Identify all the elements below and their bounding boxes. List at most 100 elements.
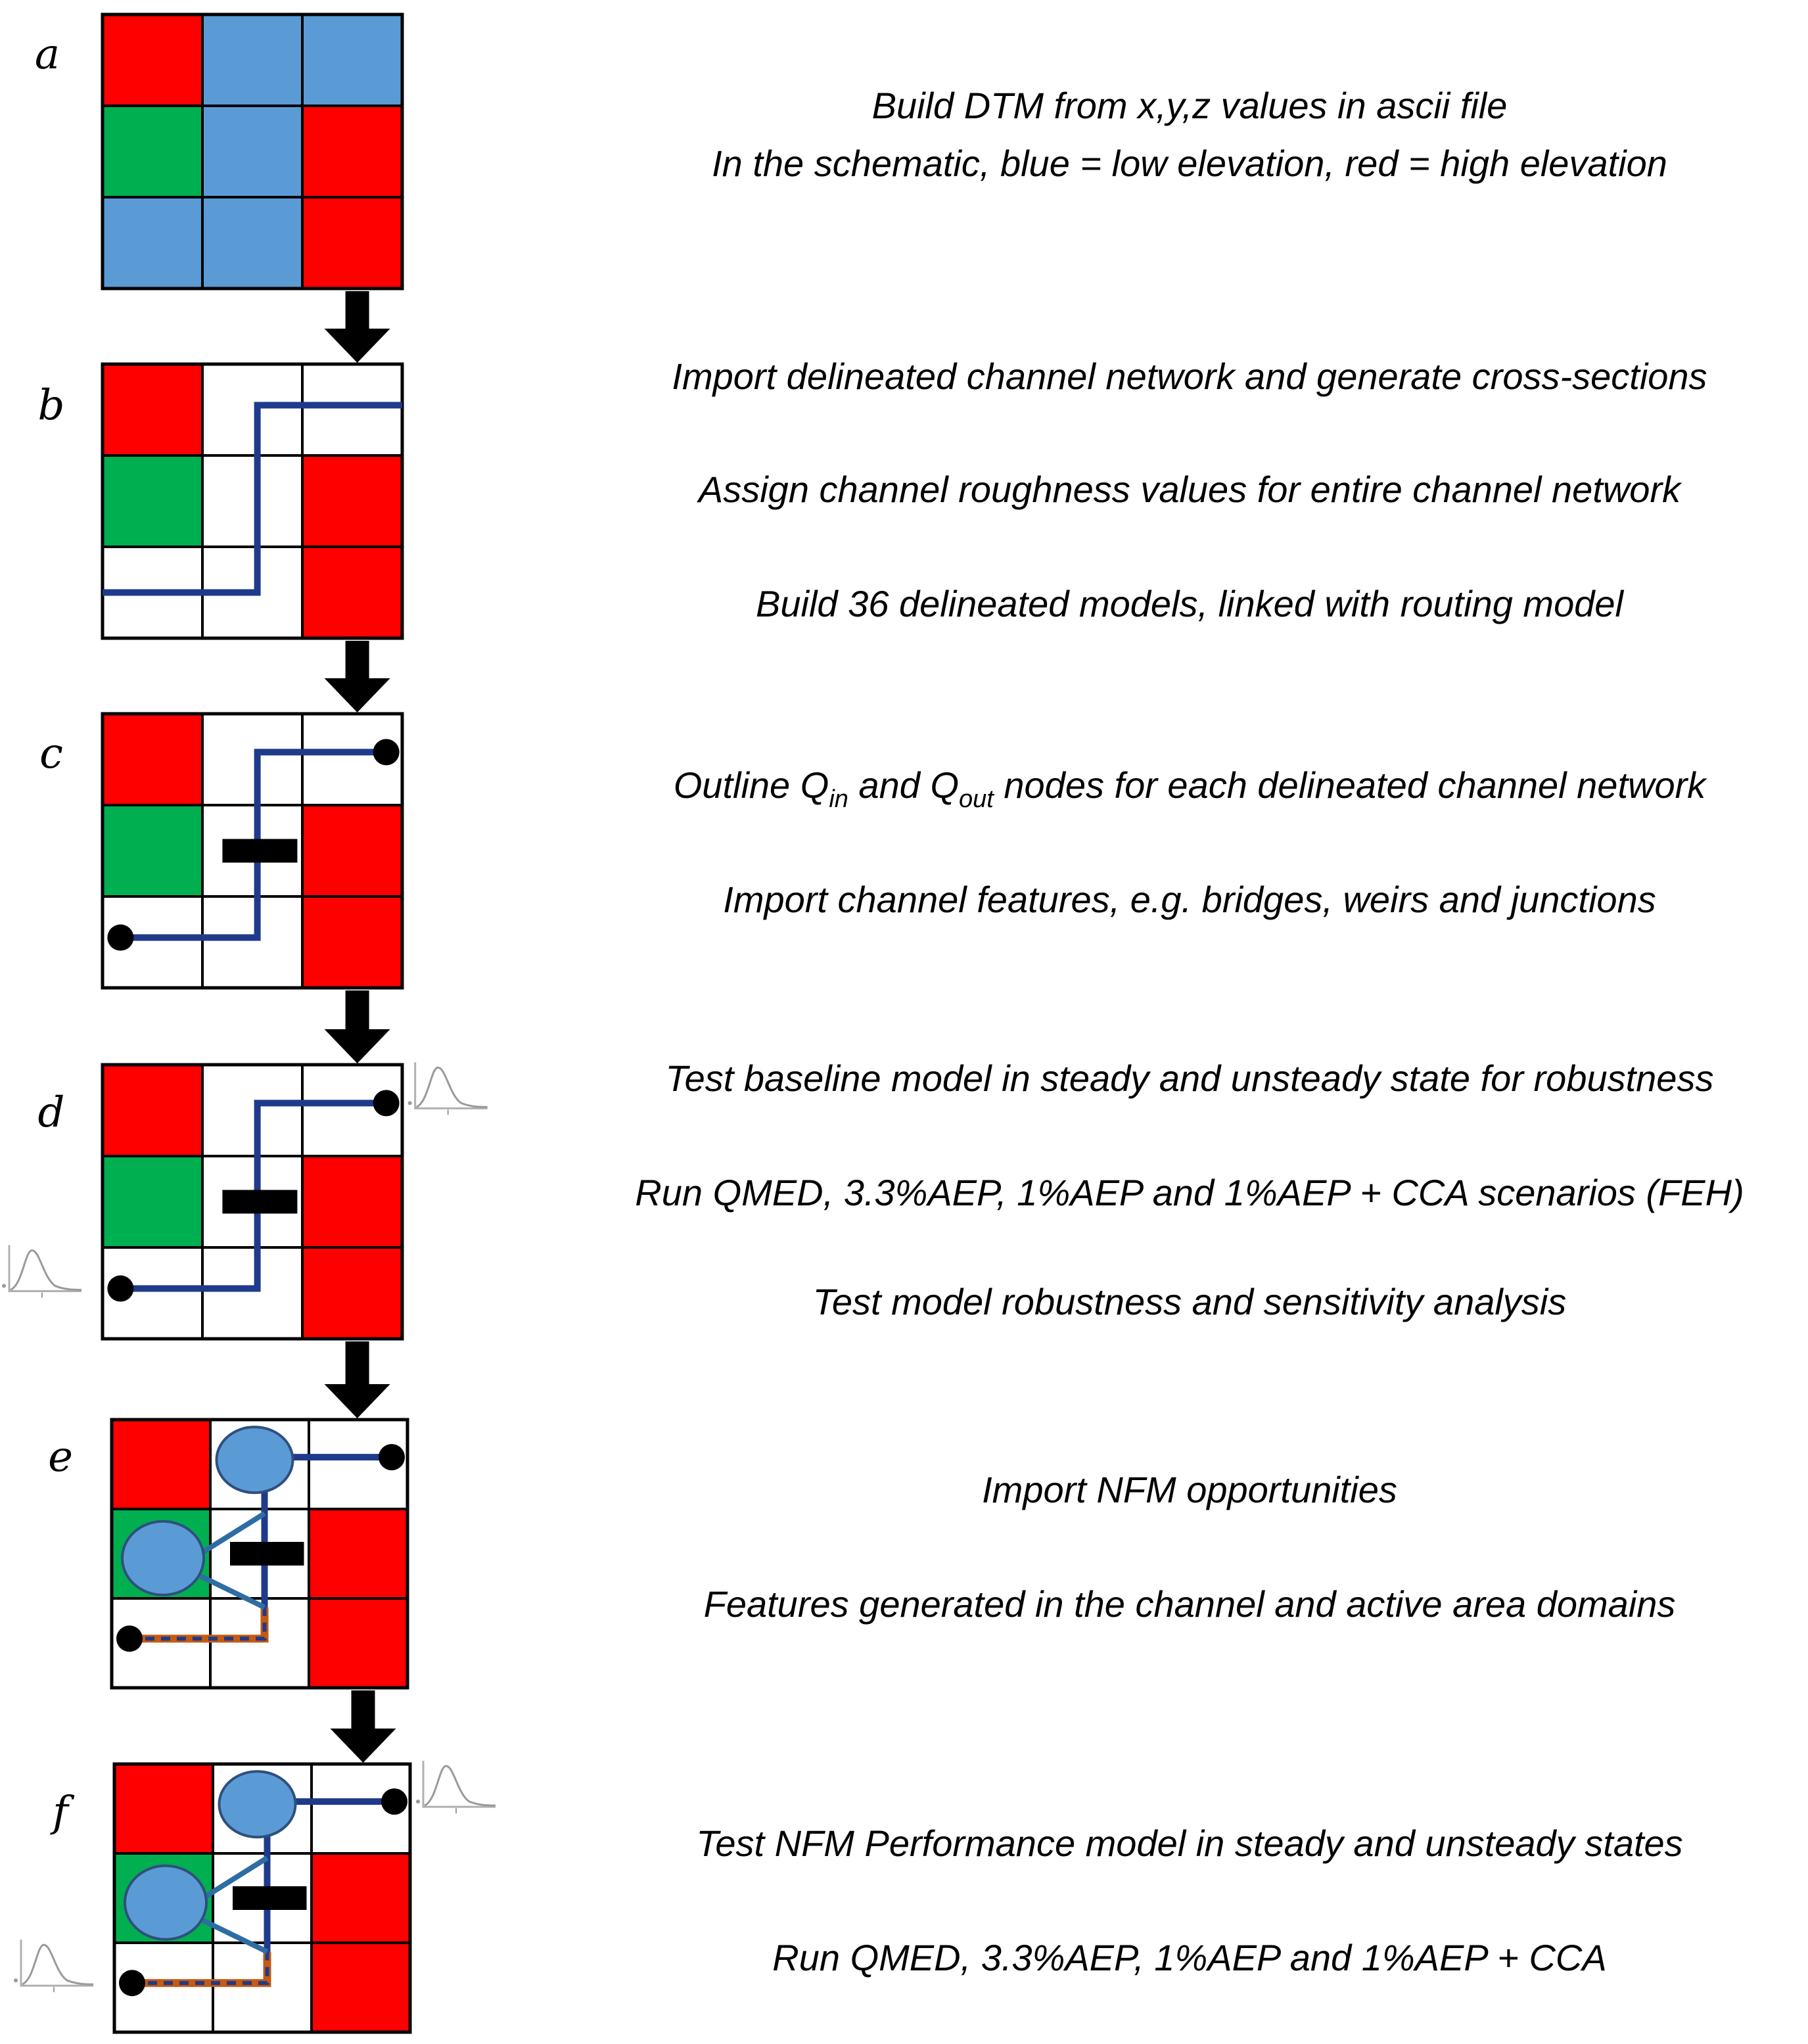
nfm-pond xyxy=(121,1520,205,1596)
grid-cell-white xyxy=(209,1597,310,1689)
step-description: Test NFM Performance model in steady and… xyxy=(696,1823,1682,1864)
q-out-node xyxy=(381,1788,407,1815)
grid-cell-red xyxy=(301,895,404,989)
hydrograph-axes xyxy=(8,1245,81,1293)
step-b: b Import delineated channel network and g… xyxy=(38,356,1707,640)
step-description: Import NFM opportunities xyxy=(982,1469,1397,1510)
step-letter: a xyxy=(35,30,60,79)
grid-cell-white xyxy=(201,1246,304,1340)
q-in-node xyxy=(107,1275,134,1302)
grid-border xyxy=(112,1762,412,2034)
grid-border xyxy=(101,12,404,290)
q-out-node xyxy=(373,1090,400,1117)
text-segment: nodes for each delineated channel networ… xyxy=(994,764,1707,806)
elevation-grid xyxy=(101,712,404,990)
step-description: Run QMED, 3.3%AEP, 1%AEP and 1%AEP + CCA xyxy=(772,1937,1606,1978)
flow-arrow-head xyxy=(330,1729,396,1763)
grid-cell-green xyxy=(101,804,204,898)
bridge-feature xyxy=(230,1542,304,1566)
step-description: Assign channel roughness values for enti… xyxy=(697,469,1682,510)
step-description: Test model robustness and sensitivity an… xyxy=(813,1281,1567,1322)
hydrograph-axes xyxy=(422,1761,496,1808)
subscript-text: in xyxy=(829,785,848,813)
flow-arrow-shaft xyxy=(345,990,369,1031)
step-letter: b xyxy=(38,381,65,430)
subscript-text: out xyxy=(959,785,994,813)
q-out-node xyxy=(379,1444,405,1471)
grid-cell-red xyxy=(308,1597,409,1689)
flow-arrow-head xyxy=(324,1029,390,1063)
channel-line xyxy=(103,402,402,596)
step-description: Features generated in the channel and ac… xyxy=(704,1583,1676,1625)
grid-cell-white xyxy=(201,895,304,989)
text-segment: Outline Q xyxy=(674,764,829,806)
hydrograph-curve xyxy=(424,1765,496,1807)
step-description: Import delineated channel network and ge… xyxy=(672,356,1707,397)
grid-cell-blue xyxy=(101,196,204,290)
grid-cell-blue xyxy=(301,13,404,107)
grid-border xyxy=(110,1418,409,1690)
grid-cell-red xyxy=(101,363,204,457)
flow-arrow xyxy=(324,990,390,1063)
hydrograph-curve xyxy=(415,1066,488,1108)
flow-arrow-head xyxy=(324,329,390,363)
grid-cell-white xyxy=(201,1063,304,1157)
flow-arrow xyxy=(324,291,390,363)
nfm-pond xyxy=(218,1770,297,1839)
flow-arrow xyxy=(324,641,390,712)
nfm-pond xyxy=(215,1426,294,1495)
q-in-node xyxy=(116,1625,143,1652)
grid-cell-red xyxy=(301,1155,404,1249)
grid-cell-red xyxy=(301,546,404,639)
grid-cell-red xyxy=(301,454,404,548)
nfm-link xyxy=(199,1573,266,1610)
flow-arrow-shaft xyxy=(351,1690,375,1730)
channel-lower-dashed xyxy=(132,1951,269,1986)
hydrograph-curve xyxy=(22,1943,94,1986)
step-letter: d xyxy=(38,1088,65,1137)
nfm-link xyxy=(198,1511,266,1556)
hydrograph-origin-dot xyxy=(14,1978,18,1983)
grid-cell-red xyxy=(110,1418,212,1510)
grid-cell-red xyxy=(113,1763,214,1855)
hydrograph-origin-dot xyxy=(2,1284,6,1288)
grid-border xyxy=(101,1063,404,1341)
step-description: Import channel features, e.g. bridges, w… xyxy=(723,879,1656,920)
hydrograph-axes xyxy=(414,1062,488,1109)
grid-cell-red xyxy=(101,712,204,806)
nfm-link xyxy=(201,1855,269,1901)
inflow-hydrograph-icon xyxy=(14,1939,94,1993)
nfm-pond xyxy=(124,1864,208,1941)
q-in-node xyxy=(107,924,134,951)
grid-cell-green xyxy=(101,105,204,198)
step-letter: f xyxy=(50,1788,75,1836)
grid-cell-blue xyxy=(201,13,304,107)
step-description: Build DTM from x,y,z values in ascii fil… xyxy=(872,85,1508,126)
grid-cell-red xyxy=(301,105,404,198)
grid-cell-red xyxy=(308,1508,409,1600)
hydrograph-origin-dot xyxy=(416,1800,420,1804)
bridge-feature xyxy=(222,839,298,863)
grid-border xyxy=(101,712,404,990)
grid-cell-red xyxy=(101,13,204,107)
nfm-link xyxy=(202,1918,269,1955)
flow-arrow xyxy=(330,1690,396,1763)
flow-arrow-head xyxy=(324,678,390,712)
flow-arrow-shaft xyxy=(345,291,369,330)
grid-cell-red xyxy=(301,196,404,290)
outflow-hydrograph-icon xyxy=(416,1761,496,1814)
grid-cell-red xyxy=(310,1941,411,2033)
grid-cell-white xyxy=(201,454,304,548)
bridge-feature xyxy=(233,1886,307,1910)
step-description: Build 36 delineated models, linked with … xyxy=(756,583,1624,624)
q-out-node xyxy=(373,739,400,766)
grid-cell-red xyxy=(101,1063,204,1157)
step-description: Run QMED, 3.3%AEP, 1%AEP and 1%AEP + CCA… xyxy=(635,1172,1744,1213)
grid-cell-green xyxy=(101,1155,204,1249)
hydrograph-origin-dot xyxy=(407,1101,412,1105)
outflow-hydrograph-icon xyxy=(407,1062,488,1115)
